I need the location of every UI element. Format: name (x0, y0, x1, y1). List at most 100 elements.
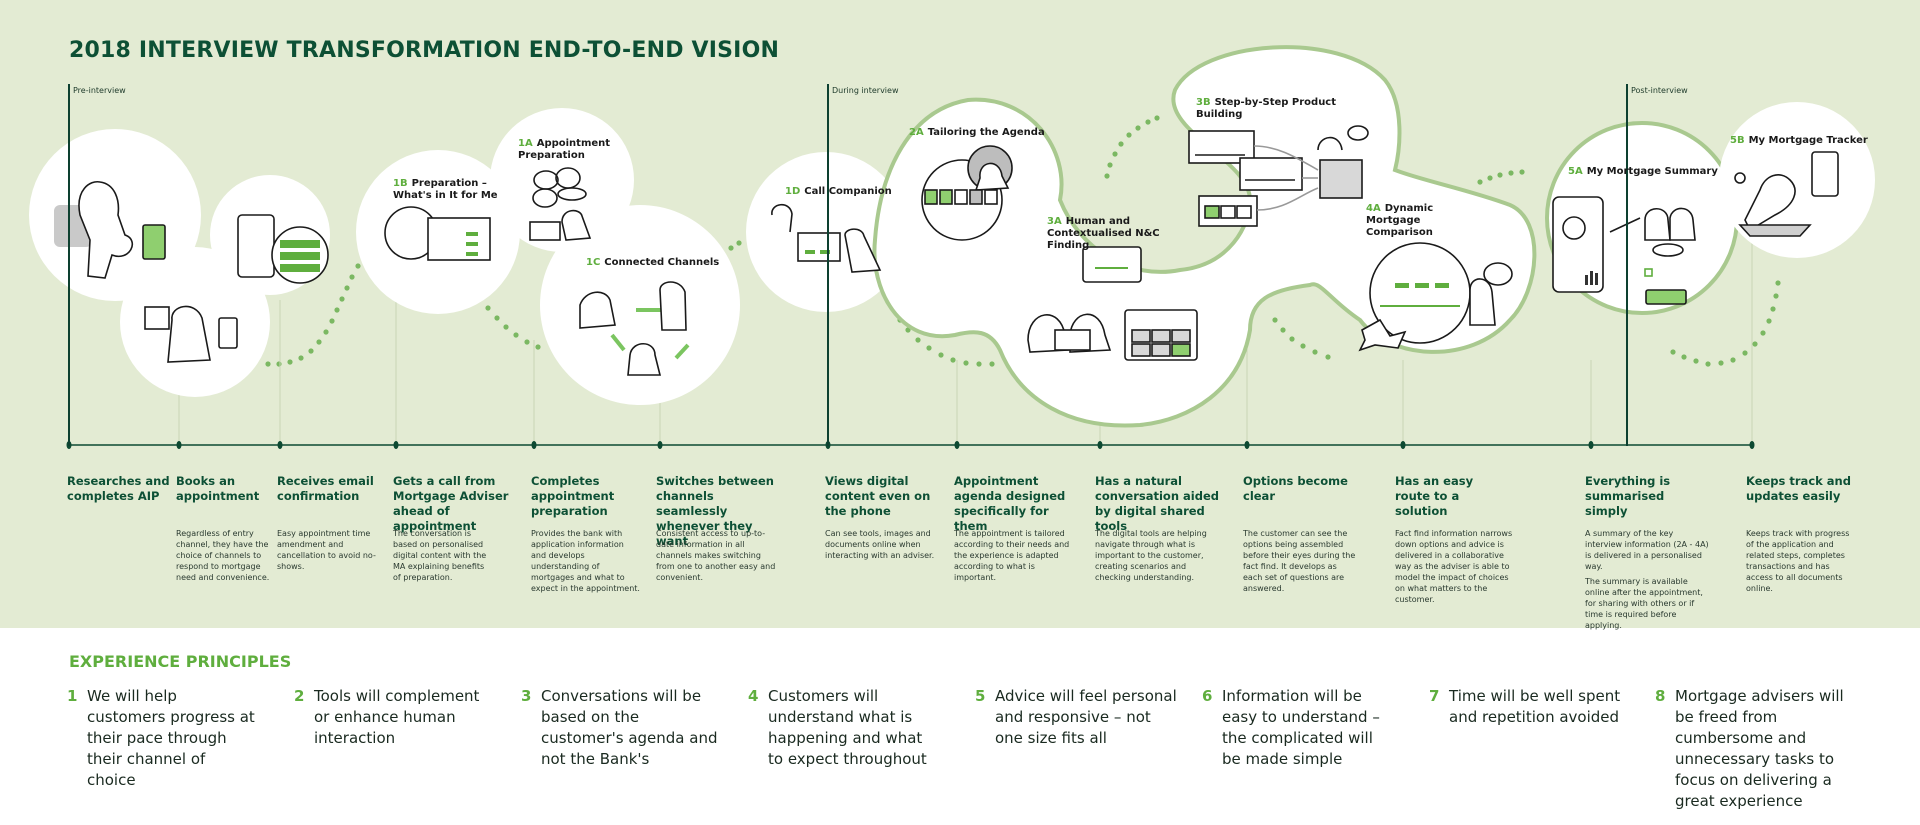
step-description: Regardless of entry channel, they have t… (176, 529, 270, 582)
journey-step: Receives email confirmation Easy appoint… (277, 474, 377, 572)
step-description: The digital tools are helping navigate t… (1095, 529, 1207, 582)
step-heading: Has a natural conversation aided by digi… (1095, 474, 1219, 533)
bubble-1d (746, 152, 906, 312)
step-heading: Completes appointment preparation (531, 474, 615, 518)
bubble-code: 4A (1366, 203, 1381, 214)
journey-step: Has a natural conversation aided by digi… (1095, 474, 1225, 583)
dots-1b-1c (485, 305, 541, 350)
step-description: A summary of the key interview informati… (1585, 529, 1709, 571)
principle-item: 2 Tools will complement or enhance human… (294, 686, 484, 749)
phase-label-post-interview: Post-interview (1631, 86, 1688, 95)
principle-item: 1 We will help customers progress at the… (67, 686, 257, 791)
principle-text: We will help customers progress at their… (87, 687, 255, 789)
journey-step: Everything is summarised simply A summar… (1585, 474, 1710, 631)
step-heading: Has an easy route to a solution (1395, 474, 1474, 518)
phase-label-during-interview: During interview (832, 86, 899, 95)
journey-step: Researches and completes AIP (67, 474, 197, 528)
principle-text: Customers will understand what is happen… (768, 687, 927, 768)
step-description: Can see tools, images and documents onli… (825, 529, 935, 560)
step-heading: Researches and completes AIP (67, 474, 170, 503)
dots-4a-5a (1477, 169, 1525, 185)
principle-number: 2 (294, 687, 305, 705)
principle-number: 3 (521, 687, 532, 705)
journey-step: Has an easy route to a solution Fact fin… (1395, 474, 1520, 605)
journey-step: Completes appointment preparation Provid… (531, 474, 641, 594)
bubble-code: 1D (785, 186, 801, 197)
principle-text: Time will be well spent and repetition a… (1449, 687, 1621, 726)
principles-panel (0, 628, 1920, 825)
dots-3a-4a (1272, 317, 1331, 360)
bubble-title: My Mortgage Summary (1586, 166, 1718, 177)
principle-number: 7 (1429, 687, 1440, 705)
principle-text: Conversations will be based on the custo… (541, 687, 718, 768)
dots-5a-5b (1670, 280, 1781, 367)
step-heading: Everything is summarised simply (1585, 474, 1671, 518)
journey-step: Gets a call from Mortgage Adviser ahead … (393, 474, 523, 583)
principle-number: 4 (748, 687, 759, 705)
page-title: 2018 INTERVIEW TRANSFORMATION END-TO-END… (69, 38, 780, 63)
principle-item: 5 Advice will feel personal and responsi… (975, 686, 1180, 749)
bubble-title: Preparation – What's in It for Me (393, 178, 498, 201)
bubble-code: 5B (1730, 135, 1745, 146)
bubble-code: 1A (518, 138, 533, 149)
step-heading: Receives email confirmation (277, 474, 374, 503)
principle-text: Information will be easy to understand –… (1222, 687, 1380, 768)
step-description: Keeps track with progress of the applica… (1746, 529, 1850, 593)
step-heading: Books an appointment (176, 474, 260, 503)
bubble-code: 2A (909, 127, 924, 138)
dots-1-2 (265, 263, 361, 367)
step-description: The appointment is tailored according to… (954, 529, 1070, 582)
journey-step: Keeps track and updates easily Keeps tra… (1746, 474, 1856, 594)
step-description: The summary is available online after th… (1585, 577, 1703, 630)
principle-number: 8 (1655, 687, 1666, 705)
step-heading: Options become clear (1243, 474, 1348, 503)
bubble-title: Step-by-Step Product Building (1196, 97, 1337, 120)
bubble-cluster-preparation (356, 108, 740, 405)
journey-illustration (29, 45, 1875, 449)
principle-item: 7 Time will be well spent and repetition… (1429, 686, 1629, 728)
step-heading: Gets a call from Mortgage Adviser ahead … (393, 474, 509, 533)
experience-principles-title: EXPERIENCE PRINCIPLES (69, 652, 292, 671)
step-description: Fact find information narrows down optio… (1395, 529, 1513, 604)
journey-step: Views digital content even on the phone … (825, 474, 955, 561)
bubble-title: Appointment Preparation (518, 138, 611, 161)
bubble-title: Human and Contextualised N&C Finding (1047, 216, 1160, 251)
bubble-title: My Mortgage Tracker (1748, 135, 1868, 146)
dotted-connectors (265, 115, 1781, 367)
principle-item: 8 Mortgage advisers will be freed from c… (1655, 686, 1855, 812)
bubble-code: 5A (1568, 166, 1583, 177)
bubble-title: Tailoring the Agenda (927, 127, 1045, 138)
journey-step: Options become clear The customer can se… (1243, 474, 1373, 594)
bubble-code: 1C (586, 257, 601, 268)
journey-step: Books an appointment Regardless of entry… (176, 474, 276, 583)
bubble-title: Call Companion (804, 186, 892, 197)
step-description: The conversation is based on personalise… (393, 529, 487, 582)
phase-label-pre-interview: Pre-interview (73, 86, 126, 95)
principle-number: 1 (67, 687, 78, 705)
character-illustrations (54, 125, 1839, 376)
principle-number: 5 (975, 687, 986, 705)
principle-text: Advice will feel personal and responsive… (995, 687, 1177, 747)
timeline-markers (66, 441, 1755, 449)
dots-2a-3b (1104, 115, 1160, 179)
phase-divider-during (827, 84, 829, 446)
step-description: Easy appointment time amendment and canc… (277, 529, 376, 571)
bubble-code: 3B (1196, 97, 1211, 108)
phase-divider-pre (68, 84, 70, 446)
bubble-code: 1B (393, 178, 408, 189)
journey-step: Appointment agenda designed specifically… (954, 474, 1079, 583)
dots-1c-1d (728, 240, 742, 251)
step-description: Provides the bank with application infor… (531, 529, 640, 593)
principle-item: 4 Customers will understand what is happ… (748, 686, 928, 770)
step-heading: Keeps track and updates easily (1746, 474, 1851, 503)
